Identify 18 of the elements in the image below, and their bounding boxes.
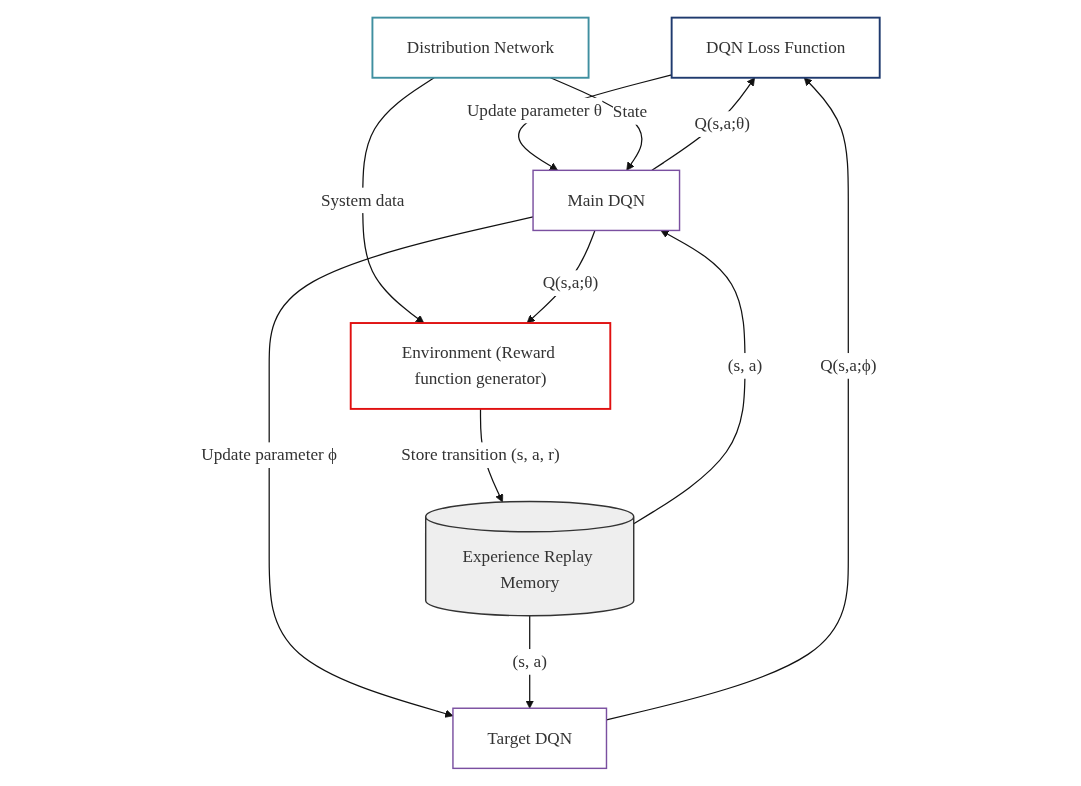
edge-label: (s, a) [727, 355, 763, 376]
edge-label: Q(s,a;θ) [542, 273, 599, 293]
node-box: Main DQN [532, 169, 681, 232]
edge-label: Store transition (s, a, r) [401, 445, 560, 465]
arrow [651, 77, 756, 171]
node-box: DQN Loss Function [670, 16, 881, 79]
edge-label: State [612, 101, 648, 122]
node-box: Environment (Reward function generator) [349, 322, 612, 410]
node-box: Distribution Network [371, 16, 590, 79]
arrow [362, 77, 435, 324]
edge-label: (s, a) [512, 651, 547, 672]
edge-label: System data [320, 190, 405, 210]
edge-label: Update parameter ϕ [201, 445, 338, 465]
edge-label: Update parameter θ [466, 100, 603, 120]
node-box: Target DQN [452, 707, 608, 770]
edge-label: Q(s,a;ϕ) [820, 355, 877, 376]
arrow [633, 230, 746, 525]
edge-label: Q(s,a;θ) [694, 114, 750, 134]
